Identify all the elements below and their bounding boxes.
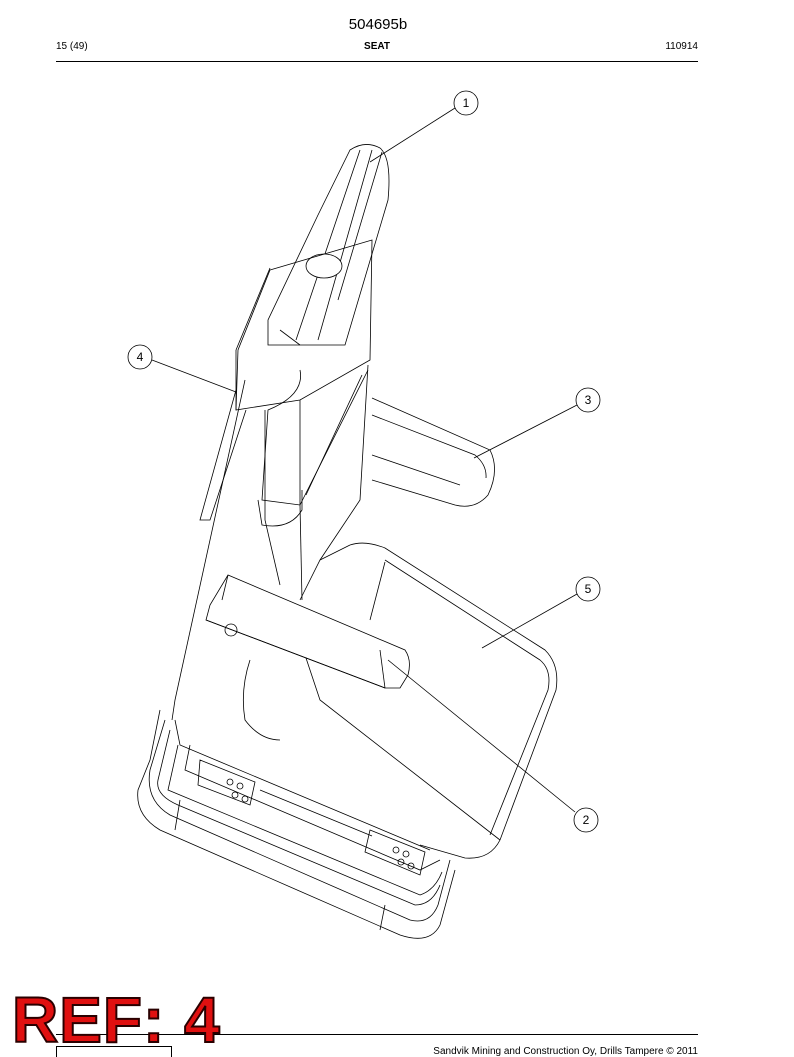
right-armrest-part (371, 397, 495, 507)
svg-text:4: 4 (137, 350, 144, 364)
page-count: 15 (49) (56, 41, 88, 52)
callout-4: 4 (127, 344, 153, 370)
headrest-part (267, 144, 390, 346)
seat-base-part (137, 709, 456, 939)
left-armrest-part (205, 574, 410, 689)
section-title: SEAT (364, 41, 390, 52)
copyright: Sandvik Mining and Construction Oy, Dril… (433, 1046, 698, 1057)
seat-cushion-part (242, 542, 558, 859)
leader-lines (151, 107, 578, 813)
ref-stamp: REF: 4 (11, 984, 221, 1056)
header-rule (56, 61, 698, 62)
doc-number: 504695b (348, 16, 408, 33)
page-header: 15 (49) SEAT 110914 (56, 41, 698, 55)
backrest-part (171, 239, 373, 721)
callout-3: 3 (575, 387, 601, 413)
svg-text:5: 5 (585, 582, 592, 596)
svg-text:1: 1 (463, 96, 470, 110)
date-code: 110914 (665, 41, 698, 52)
callout-2: 2 (573, 807, 599, 833)
footer-rule (56, 1034, 698, 1035)
svg-text:3: 3 (585, 393, 592, 407)
svg-text:2: 2 (583, 813, 590, 827)
callout-1: 1 (453, 90, 479, 116)
callout-5: 5 (575, 576, 601, 602)
brand-logo (56, 1046, 172, 1057)
seat-exploded-drawing: 1 2 3 4 5 (127, 90, 601, 939)
